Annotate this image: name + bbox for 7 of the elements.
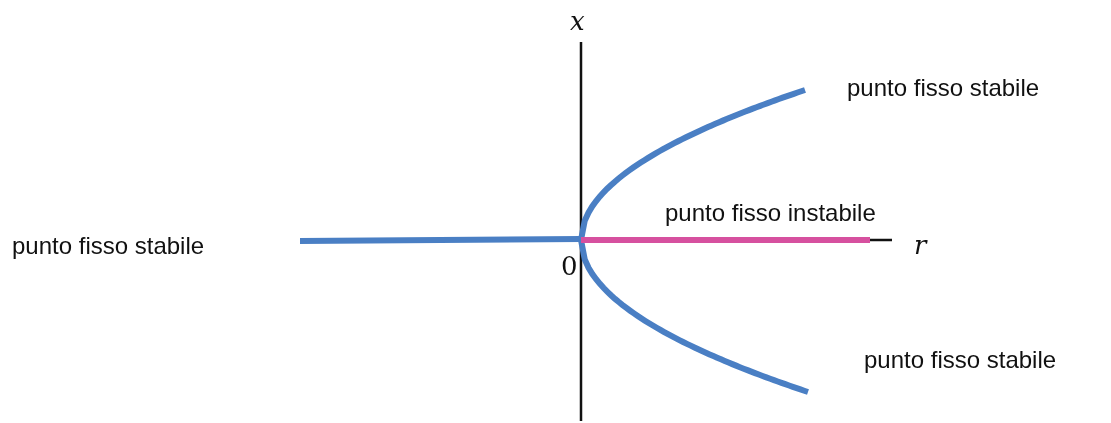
axis-label: x — [570, 8, 585, 34]
branch-label: punto fisso stabile — [847, 76, 1040, 100]
axis-label: r — [914, 232, 927, 258]
branch-label: punto fisso instabile — [665, 201, 876, 225]
branch-label: punto fisso stabile — [12, 234, 205, 258]
origin-label: 0 — [561, 253, 578, 279]
branch-label: punto fisso stabile — [864, 348, 1057, 372]
